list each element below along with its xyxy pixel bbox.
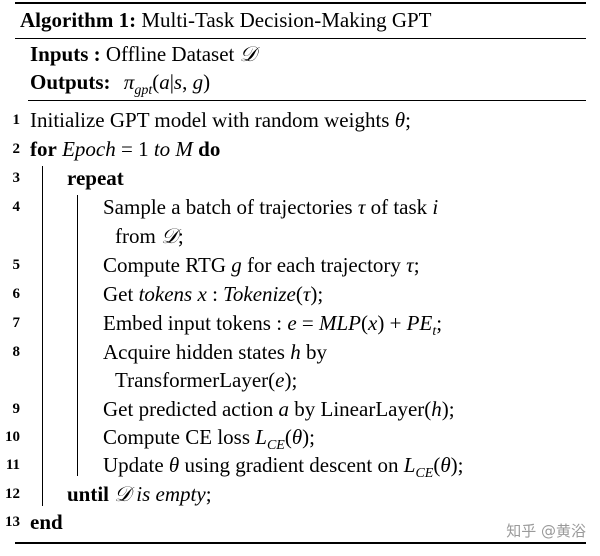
algo-line-11: Update θ using gradient descent on LCE(θ…: [103, 453, 464, 482]
line-number: 11: [5, 457, 20, 473]
algo-line-13: end: [30, 510, 63, 534]
algo-line-6: Get tokens x : Tokenize(τ);: [103, 282, 324, 306]
inputs-label: Inputs: [30, 42, 89, 66]
algorithm-name: Multi-Task Decision-Making GPT: [141, 8, 432, 32]
line-number: 9: [12, 401, 21, 417]
algo-line-5: Compute RTG g for each trajectory τ;: [103, 253, 420, 277]
algo-line-3: repeat: [67, 166, 124, 190]
bottom-rule: [15, 542, 586, 544]
line-number: 8: [12, 344, 21, 360]
line-number: 3: [12, 170, 21, 186]
line-number: 5: [12, 257, 21, 273]
algo-line-9: Get predicted action a by LinearLayer(h)…: [103, 397, 455, 421]
algorithm-title: Algorithm 1: Multi-Task Decision-Making …: [20, 8, 432, 32]
algo-line-10: Compute CE loss LCE(θ);: [103, 425, 315, 454]
algo-line-4: Sample a batch of trajectories τ of task…: [103, 195, 439, 219]
title-rule: [15, 38, 586, 39]
algo-line-2: for Epoch = 1 to M do: [30, 137, 221, 161]
line-number: 13: [5, 514, 20, 530]
inputs-line: Inputs : Offline Dataset 𝒟: [30, 42, 256, 66]
algo-line-8-cont: TransformerLayer(e);: [115, 368, 298, 392]
line-number: 10: [5, 429, 20, 445]
algo-line-8: Acquire hidden states h by: [103, 340, 327, 364]
outputs-value: πgpt(a|s, g): [123, 70, 211, 99]
top-rule: [15, 2, 586, 4]
line-number: 2: [12, 141, 21, 157]
line-number: 6: [12, 286, 21, 302]
watermark: 知乎 @黄浴: [506, 522, 586, 540]
outputs-line: Outputs: πgpt(a|s, g): [30, 70, 210, 103]
line-number: 7: [12, 315, 21, 331]
algo-line-12: until 𝒟 is empty;: [67, 482, 212, 506]
algo-line-1: Initialize GPT model with random weights…: [30, 108, 411, 132]
for-block-rule: [42, 166, 44, 506]
algorithm-number: Algorithm 1:: [20, 8, 137, 32]
inputs-value: Offline Dataset 𝒟: [105, 42, 257, 66]
header-rule: [28, 100, 586, 101]
repeat-block-rule: [77, 195, 79, 476]
algo-line-7: Embed input tokens : e = MLP(x) + PEt;: [103, 311, 443, 340]
line-number: 1: [12, 112, 21, 128]
outputs-label: Outputs:: [30, 70, 111, 94]
line-number: 12: [5, 486, 20, 502]
inputs-sep: :: [93, 42, 101, 66]
line-number: 4: [12, 199, 21, 215]
algo-line-4-cont: from 𝒟;: [115, 224, 184, 248]
